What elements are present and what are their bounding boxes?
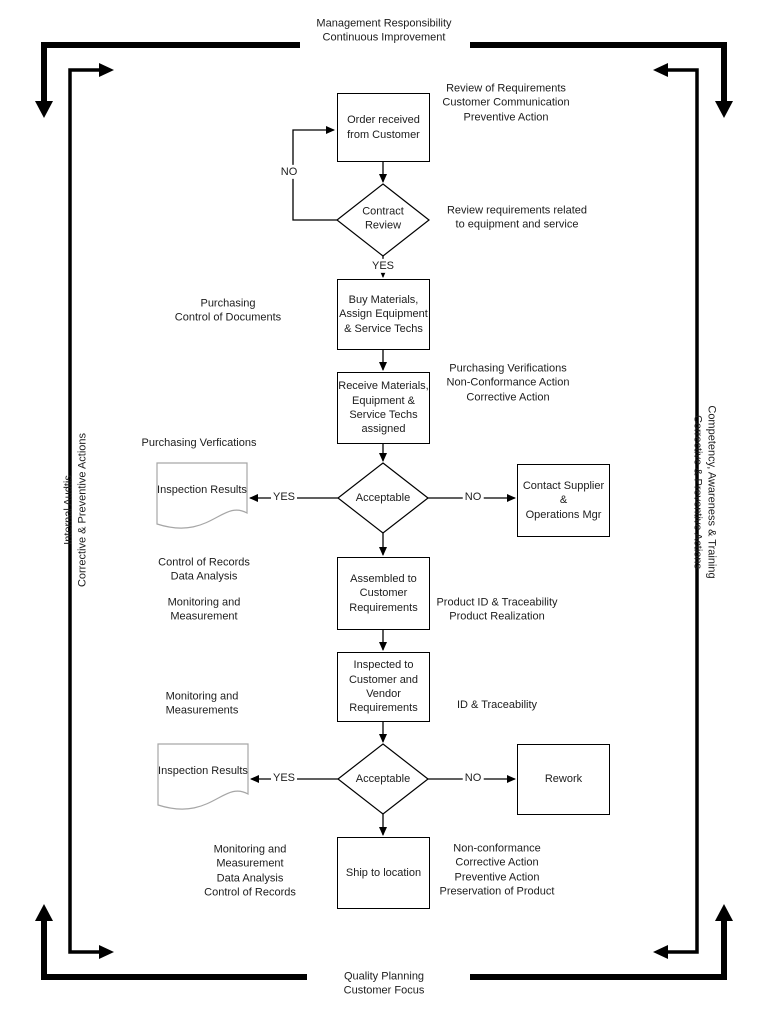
annotation-review-requirements-related: Review requirements related to equipment… [446, 204, 588, 231]
node-ship: Ship to location [337, 837, 430, 909]
frame-caption-bottom: Quality Planning Customer Focus [343, 970, 425, 997]
inner-arrowhead-right-top [653, 63, 668, 77]
outer-loop-bottom-right [470, 919, 727, 980]
annotation-monitoring-measurement: Monitoring and Measurement [167, 596, 241, 623]
edge-label-acceptable2-yes: YES [270, 770, 298, 786]
contract-review-diamond [336, 183, 430, 257]
outer-loop-bottom-left [41, 919, 307, 980]
contract-review-label: Contract Review [362, 205, 404, 232]
annotation-purchasing-verifications-nc: Purchasing Verifications Non-Conformance… [446, 362, 570, 404]
edge-contract-no-to-order [292, 126, 337, 221]
outer-arrowhead-top-right [715, 101, 733, 118]
inspection-results-document-1 [156, 462, 248, 529]
outer-loop-top-left [41, 42, 300, 103]
inner-loop-right [667, 68, 699, 954]
node-inspected: Inspected to Customer and Vendor Require… [337, 652, 430, 722]
inspection-results-2-label: Inspection Results [158, 764, 248, 777]
node-assembled: Assembled to Customer Requirements [337, 557, 430, 630]
acceptable-2-label: Acceptable [355, 772, 411, 785]
edge-label-contract-yes: YES [369, 258, 397, 274]
outer-arrowhead-bottom-left [35, 904, 53, 921]
annotation-control-records-data: Control of Records Data Analysis [158, 556, 250, 583]
edge-label-acceptable1-yes: YES [270, 489, 298, 505]
edge-label-acceptable1-no: NO [462, 489, 484, 505]
annotation-purchasing-verfications: Purchasing Verfications [141, 436, 257, 449]
frame-caption-right: Competency, Awareness & Training Correct… [691, 405, 718, 579]
outer-arrowhead-bottom-right [715, 904, 733, 921]
node-buy-materials: Buy Materials, Assign Equipment & Servic… [337, 279, 430, 350]
frame-caption-left: Internal Audtis Corrective & Preventive … [62, 432, 89, 588]
inner-arrowhead-left-top [99, 63, 114, 77]
acceptable-1-label: Acceptable [355, 491, 411, 504]
outer-loop-top-right [470, 42, 727, 103]
inner-arrowhead-left-bottom [99, 945, 114, 959]
node-order-received: Order received from Customer [337, 93, 430, 162]
annotation-product-id-traceability: Product ID & Traceability Product Realiz… [436, 596, 558, 623]
inspection-results-document-2 [157, 743, 249, 810]
annotation-purchasing-control-documents: Purchasing Control of Documents [174, 297, 282, 324]
inner-arrowhead-right-bottom [653, 945, 668, 959]
edge-label-acceptable2-no: NO [462, 770, 484, 786]
inspection-results-1-label: Inspection Results [157, 483, 247, 496]
annotation-id-traceability: ID & Traceability [456, 698, 538, 711]
acceptable-diamond-1 [337, 462, 429, 534]
outer-arrowhead-top-left [35, 101, 53, 118]
annotation-monitoring-measurements: Monitoring and Measurements [165, 690, 239, 717]
edge-label-contract-no: NO [278, 164, 300, 180]
frame-caption-top: Management Responsibility Continuous Imp… [316, 17, 452, 44]
node-contact-supplier: Contact Supplier & Operations Mgr [517, 464, 610, 537]
node-receive-materials: Receive Materials, Equipment & Service T… [337, 372, 430, 444]
annotation-monitoring-bottom: Monitoring and Measurement Data Analysis… [204, 843, 296, 899]
annotation-review-of-requirements: Review of Requirements Customer Communic… [442, 82, 570, 124]
inner-loop-left [68, 68, 100, 954]
acceptable-diamond-2 [337, 743, 429, 815]
node-rework: Rework [517, 744, 610, 815]
annotation-nonconformance: Non-conformance Corrective Action Preven… [439, 842, 555, 898]
